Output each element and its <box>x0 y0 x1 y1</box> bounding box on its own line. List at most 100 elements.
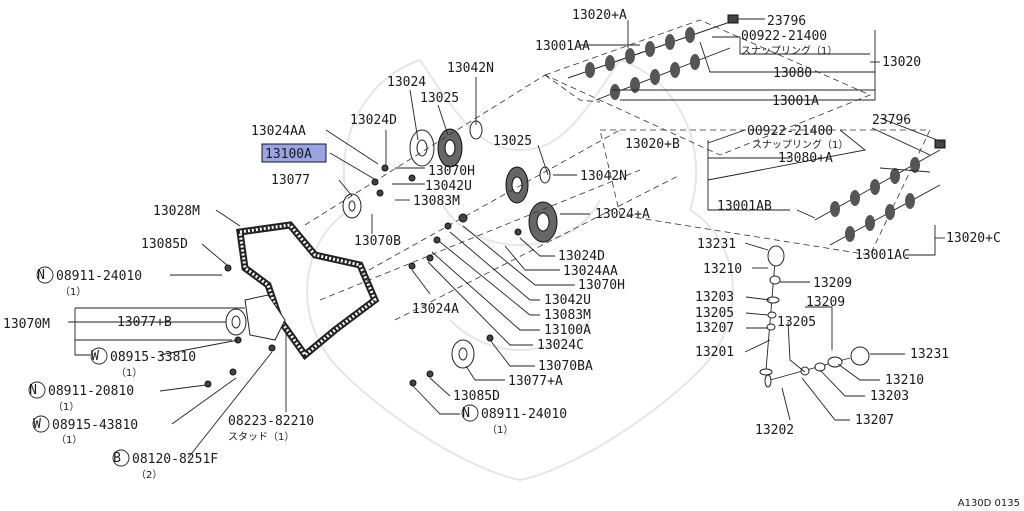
label-13077-a: 13077+A <box>508 374 563 389</box>
cam-pulley-13024-a-plus[interactable] <box>528 201 558 243</box>
cam-sensor-23796-a[interactable] <box>727 14 765 24</box>
label-13001ac: 13001AC <box>855 248 910 263</box>
label-13201: 13201 <box>695 345 734 360</box>
label-stud: スタッド（1） <box>228 431 294 443</box>
label-13020: 13020 <box>882 55 921 70</box>
label-13020-b: 13020+B <box>625 137 680 152</box>
label-13001ab: 13001AB <box>717 199 772 214</box>
small-fasteners <box>204 164 522 388</box>
label-13070ba: 13070BA <box>538 359 593 374</box>
badges <box>28 266 479 467</box>
label-13024: 13024 <box>387 75 426 90</box>
badge-b-text: B <box>113 451 121 466</box>
label-13024d-b: 13024D <box>558 249 605 264</box>
label-13209-b: 13209 <box>806 295 845 310</box>
badge-w-text-2: W <box>33 417 41 432</box>
label-13070m: 13070M <box>3 317 50 332</box>
label-13042n-a: 13042N <box>447 61 494 76</box>
watermark-emblem <box>306 58 734 482</box>
badge-n-2 <box>28 381 46 399</box>
badge-n-1 <box>36 266 54 284</box>
label-13020-a: 13020+A <box>572 8 627 23</box>
label-13020-c: 13020+C <box>946 231 1001 246</box>
label-13028m: 13028M <box>153 204 200 219</box>
label-13210-b: 13210 <box>885 373 924 388</box>
label-13042n-b: 13042N <box>580 169 627 184</box>
assembly-outlines <box>304 74 681 321</box>
label-13024a: 13024A <box>412 302 459 317</box>
camshaft-13001aa[interactable] <box>543 19 872 156</box>
label-13083m-b: 13083M <box>544 308 591 323</box>
label-13024d-a: 13024D <box>350 113 397 128</box>
idler-pulley-13077-a[interactable] <box>451 339 475 369</box>
label-13042u-a: 13042U <box>425 179 472 194</box>
label-13202: 13202 <box>755 423 794 438</box>
label-snapring-b: スナップリング（1） <box>752 138 848 151</box>
label-13001aa: 13001AA <box>535 39 590 54</box>
label-13025-a: 13025 <box>420 91 459 106</box>
label-13205-b: 13205 <box>777 315 816 330</box>
badge-b-1 <box>112 449 130 467</box>
label-08911-c: 08911-24010 <box>481 407 567 422</box>
label-13070h-b: 13070H <box>578 278 625 293</box>
cam-sprocket-13025-b[interactable] <box>505 166 529 204</box>
label-13203-b: 13203 <box>870 389 909 404</box>
label-23796-b: 23796 <box>872 113 911 128</box>
label-08120-qty: （2） <box>136 469 162 481</box>
timing-belt-13028m[interactable] <box>236 221 380 361</box>
label-23796-a: 23796 <box>767 14 806 29</box>
label-08915-b: 08915-43810 <box>52 418 138 433</box>
seal-13042n-b[interactable] <box>539 166 551 184</box>
label-13083m-a: 13083M <box>413 194 460 209</box>
label-08223: 08223-82210 <box>228 414 314 429</box>
label-13100a-b: 13100A <box>544 323 591 338</box>
badge-n-text-3: N <box>462 406 470 421</box>
label-00922-a: 00922-21400 <box>741 29 827 44</box>
label-13205-a: 13205 <box>695 306 734 321</box>
label-08911-c-qty: （1） <box>487 424 513 436</box>
label-00922-b: 00922-21400 <box>747 124 833 139</box>
part-labels: 13020+A 23796 00922-21400 スナップリング（1） 130… <box>3 8 1020 509</box>
label-13210-a: 13210 <box>703 262 742 277</box>
label-13077: 13077 <box>271 173 310 188</box>
label-13085d-a: 13085D <box>141 237 188 252</box>
label-08911-a: 08911-24010 <box>56 269 142 284</box>
label-13080: 13080 <box>773 66 812 81</box>
badge-w-1 <box>90 347 108 365</box>
label-08120: 08120-8251F <box>132 452 218 467</box>
cam-pulley-13024[interactable] <box>409 129 435 167</box>
label-13231-b: 13231 <box>910 347 949 362</box>
badge-w-text-1: W <box>91 349 99 364</box>
label-13025-b: 13025 <box>493 134 532 149</box>
label-13203-a: 13203 <box>695 290 734 305</box>
camshaft-13001a[interactable] <box>595 47 731 101</box>
camshaft-13001ab[interactable] <box>599 129 946 256</box>
label-13024-a-plus: 13024+A <box>595 207 650 222</box>
label-08911-b: 08911-20810 <box>48 384 134 399</box>
label-13024aa-a: 13024AA <box>251 124 306 139</box>
highlight-13100a <box>261 143 327 163</box>
idler-pulley-13077-b[interactable] <box>225 308 247 336</box>
label-13024aa-b: 13024AA <box>563 264 618 279</box>
label-13077b: 13077+B <box>117 315 172 330</box>
leader-lines <box>68 20 946 459</box>
label-08915-a-qty: （1） <box>116 367 142 379</box>
badge-n-text-1: N <box>37 268 45 283</box>
label-13085d-b: 13085D <box>453 389 500 404</box>
label-13042u-b: 13042U <box>544 293 591 308</box>
label-13100a: 13100A <box>265 147 312 162</box>
label-08915-b-qty: （1） <box>56 434 82 446</box>
label-08915-a: 08915-33810 <box>110 350 196 365</box>
label-13070b: 13070B <box>354 234 401 249</box>
idler-pulley-13077[interactable] <box>342 193 362 219</box>
tensioner-bracket-13070m[interactable] <box>244 294 286 341</box>
camshaft-13001ac[interactable] <box>829 184 941 246</box>
label-13207-b: 13207 <box>855 413 894 428</box>
valve-13202[interactable] <box>764 346 870 388</box>
badge-n-3 <box>461 404 479 422</box>
badge-n-text-2: N <box>29 383 37 398</box>
valve-13201[interactable] <box>759 245 785 376</box>
diagram-code: A130D 0135 <box>958 498 1020 509</box>
